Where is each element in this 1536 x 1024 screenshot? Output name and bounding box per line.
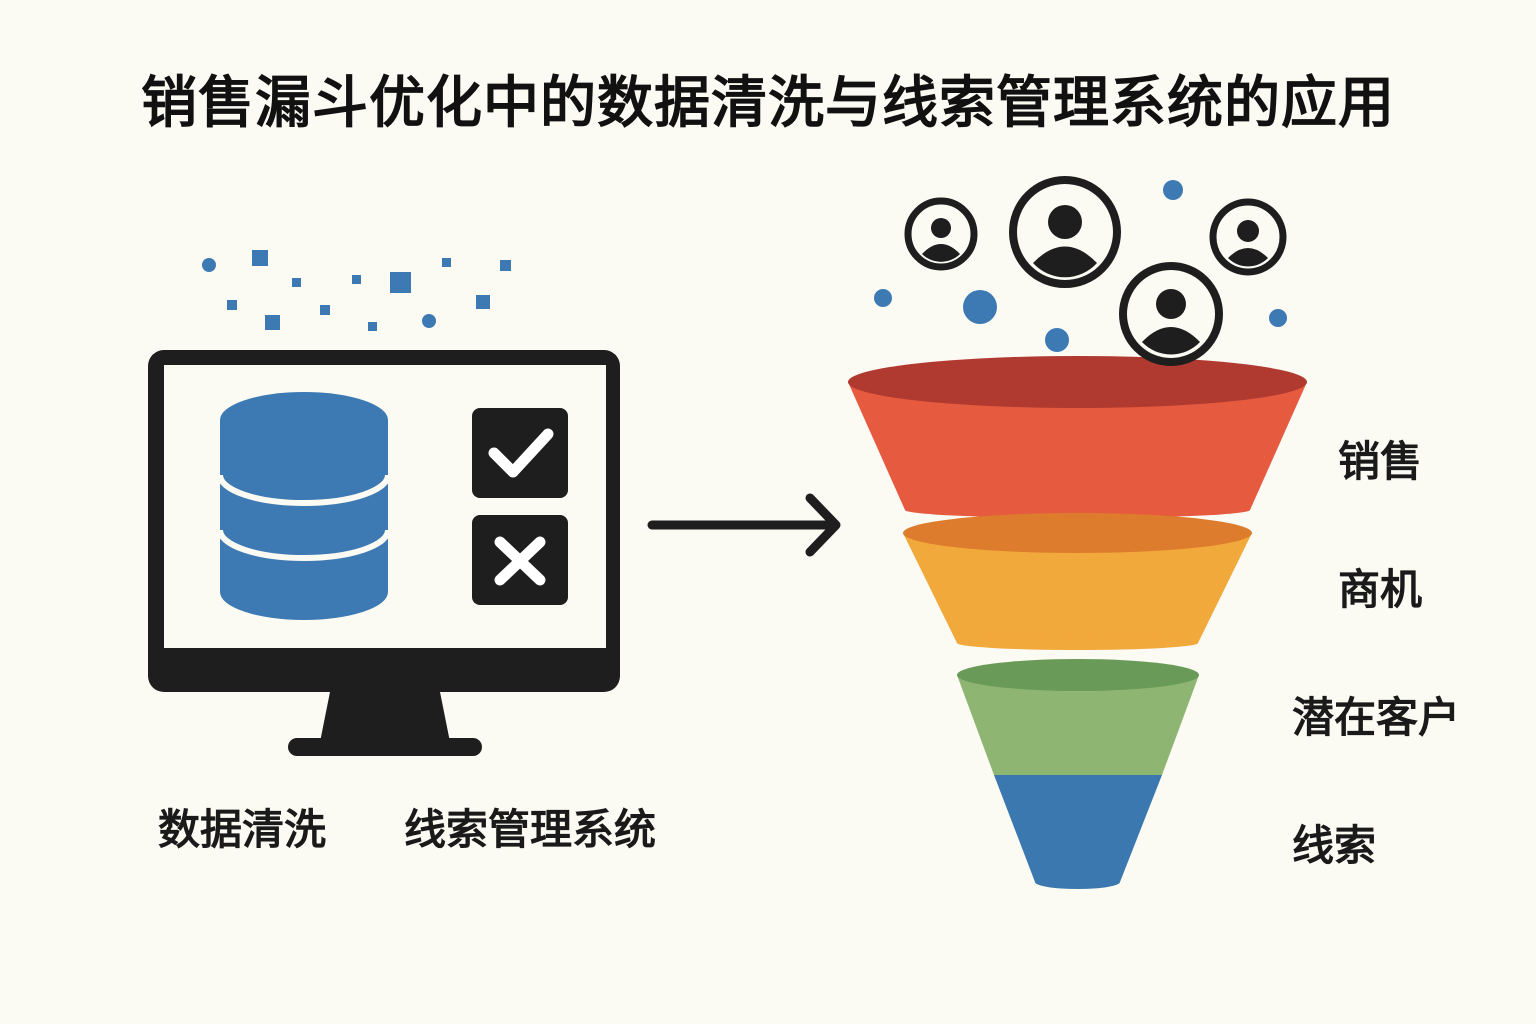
check-icon bbox=[472, 408, 568, 498]
lead-management-label: 线索管理系统 bbox=[404, 805, 657, 854]
funnel-stage-4 bbox=[994, 775, 1162, 882]
database-icon bbox=[217, 392, 391, 620]
diagram-title: 销售漏斗优化中的数据清洗与线索管理系统的应用 bbox=[141, 71, 1395, 136]
person-icon bbox=[1009, 176, 1121, 288]
funnel-label-lead: 线索 bbox=[1292, 821, 1377, 870]
lead-dots bbox=[874, 180, 1287, 352]
funnel-stage-1-top bbox=[848, 356, 1307, 408]
funnel-label-sales: 销售 bbox=[1338, 437, 1423, 486]
person-icons bbox=[904, 176, 1287, 366]
funnel bbox=[848, 356, 1307, 889]
funnel-stage-3 bbox=[957, 675, 1199, 775]
funnel-label-opportunity: 商机 bbox=[1338, 565, 1423, 614]
funnel-stage-1 bbox=[848, 382, 1307, 510]
funnel-stage-3-top bbox=[957, 659, 1199, 691]
cross-icon bbox=[472, 515, 568, 605]
person-icon bbox=[1209, 198, 1287, 276]
funnel-stage-2-top bbox=[903, 513, 1252, 553]
data-cleaning-label: 数据清洗 bbox=[158, 805, 327, 854]
arrow-right-icon bbox=[647, 493, 841, 557]
funnel-label-prospect: 潜在客户 bbox=[1292, 693, 1461, 742]
funnel-stage-2 bbox=[903, 533, 1252, 643]
person-icon bbox=[1119, 262, 1223, 366]
data-particles bbox=[202, 250, 511, 331]
person-icon bbox=[904, 197, 978, 271]
